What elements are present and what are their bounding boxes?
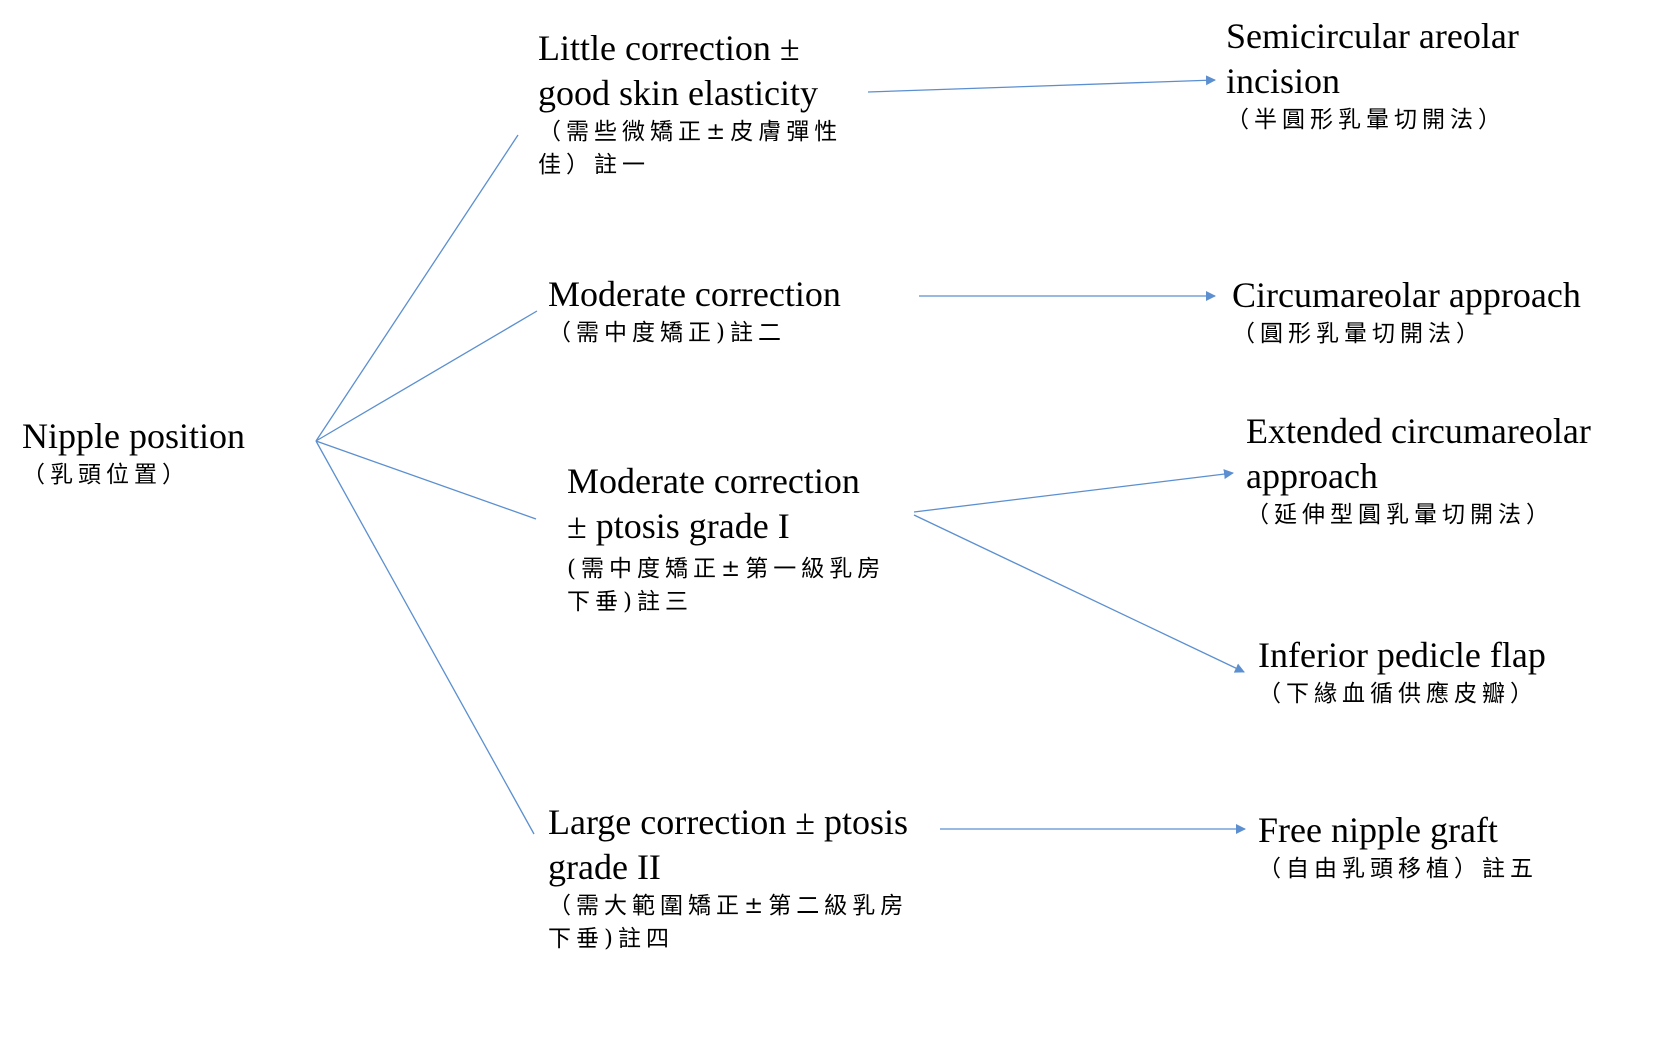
connector-root-branch-1 xyxy=(315,134,519,442)
outcome-label: Semicircular areolar incision xyxy=(1226,16,1519,101)
branch-label: Moderate correction xyxy=(548,274,841,314)
connector-root-branch-3 xyxy=(315,440,537,520)
arrow-branch-3-outcome-2 xyxy=(913,514,1245,673)
outcome-label-zh: （延伸型圓乳暈切開法） xyxy=(1246,502,1554,528)
outcome-node-circumareolar-approach: Circumareolar approach （圓形乳暈切開法） xyxy=(1232,273,1581,351)
branch-node-little-correction: Little correction ± good skin elasticity… xyxy=(538,26,842,182)
outcome-node-inferior-pedicle-flap: Inferior pedicle flap （下緣血循供應皮瓣） xyxy=(1258,633,1546,711)
outcome-node-semicircular-areolar-incision: Semicircular areolar incision （半圓形乳暈切開法） xyxy=(1226,14,1519,137)
outcome-label-zh: （圓形乳暈切開法） xyxy=(1232,321,1484,347)
arrow-branch-3-outcome-1 xyxy=(913,469,1234,513)
connector-root-branch-4 xyxy=(315,440,535,835)
root-label-zh: （乳頭位置） xyxy=(22,462,190,488)
outcome-node-free-nipple-graft: Free nipple graft （自由乳頭移植）註五 xyxy=(1258,808,1538,886)
outcome-label-zh: （自由乳頭移植）註五 xyxy=(1258,856,1538,882)
outcome-node-extended-circumareolar-approach: Extended circumareolar approach （延伸型圓乳暈切… xyxy=(1246,409,1591,532)
branch-label: Moderate correction ± ptosis grade I xyxy=(567,461,860,546)
arrow-branch-1-outcome-1 xyxy=(867,75,1216,93)
branch-node-large-correction: Large correction ± ptosis grade II （需大範圍… xyxy=(548,800,908,956)
outcome-label: Extended circumareolar approach xyxy=(1246,411,1591,496)
outcome-label: Circumareolar approach xyxy=(1232,275,1581,315)
branch-node-moderate-correction: Moderate correction （需中度矯正)註二 xyxy=(548,272,841,350)
branch-label: Large correction ± ptosis grade II xyxy=(548,802,908,887)
root-label: Nipple position xyxy=(22,416,245,456)
branch-label-zh: （需些微矯正±皮膚彈性 佳）註一 xyxy=(538,119,843,178)
branch-label-zh: （需大範圍矯正±第二級乳房 下垂)註四 xyxy=(548,893,909,952)
branch-node-moderate-ptosis-grade-1: Moderate correction ± ptosis grade I (需中… xyxy=(567,459,885,619)
branch-label-zh: （需中度矯正)註二 xyxy=(548,320,786,346)
connector-root-branch-2 xyxy=(315,310,538,442)
outcome-label-zh: （下緣血循供應皮瓣） xyxy=(1258,681,1538,707)
branch-label-zh: (需中度矯正±第一級乳房 下垂)註三 xyxy=(567,556,886,615)
outcome-label: Inferior pedicle flap xyxy=(1258,635,1546,675)
branch-label: Little correction ± good skin elasticity xyxy=(538,28,818,113)
outcome-label-zh: （半圓形乳暈切開法） xyxy=(1226,107,1506,133)
outcome-label: Free nipple graft xyxy=(1258,810,1498,850)
root-node: Nipple position （乳頭位置） xyxy=(22,414,245,492)
